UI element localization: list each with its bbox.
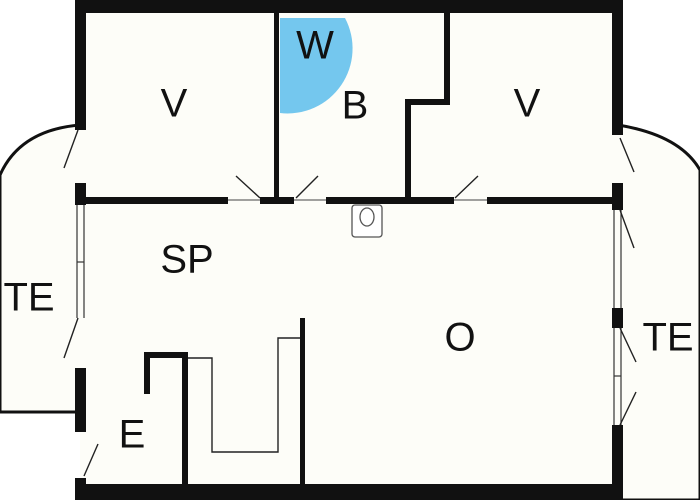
room-label-w: W (296, 24, 334, 68)
terrace-left (0, 123, 81, 414)
windows (76, 205, 622, 425)
interior-walls (86, 10, 612, 486)
stairs-outline (188, 337, 300, 453)
door-swing-icon (280, 18, 353, 114)
room-label-e: E (119, 413, 146, 457)
outer-walls (75, 0, 623, 500)
door-leaves (63, 129, 637, 477)
room-label-v-left: V (161, 82, 188, 126)
room-label-te-left: TE (3, 276, 54, 320)
room-label-b: B (342, 84, 369, 128)
floor (80, 6, 618, 492)
room-label-v-right: V (514, 82, 541, 126)
terrace-right (617, 123, 700, 500)
room-label-o: O (444, 316, 475, 360)
room-label-te-right: TE (642, 316, 693, 360)
room-label-sp: SP (160, 238, 213, 282)
toilet-icon (351, 204, 383, 238)
